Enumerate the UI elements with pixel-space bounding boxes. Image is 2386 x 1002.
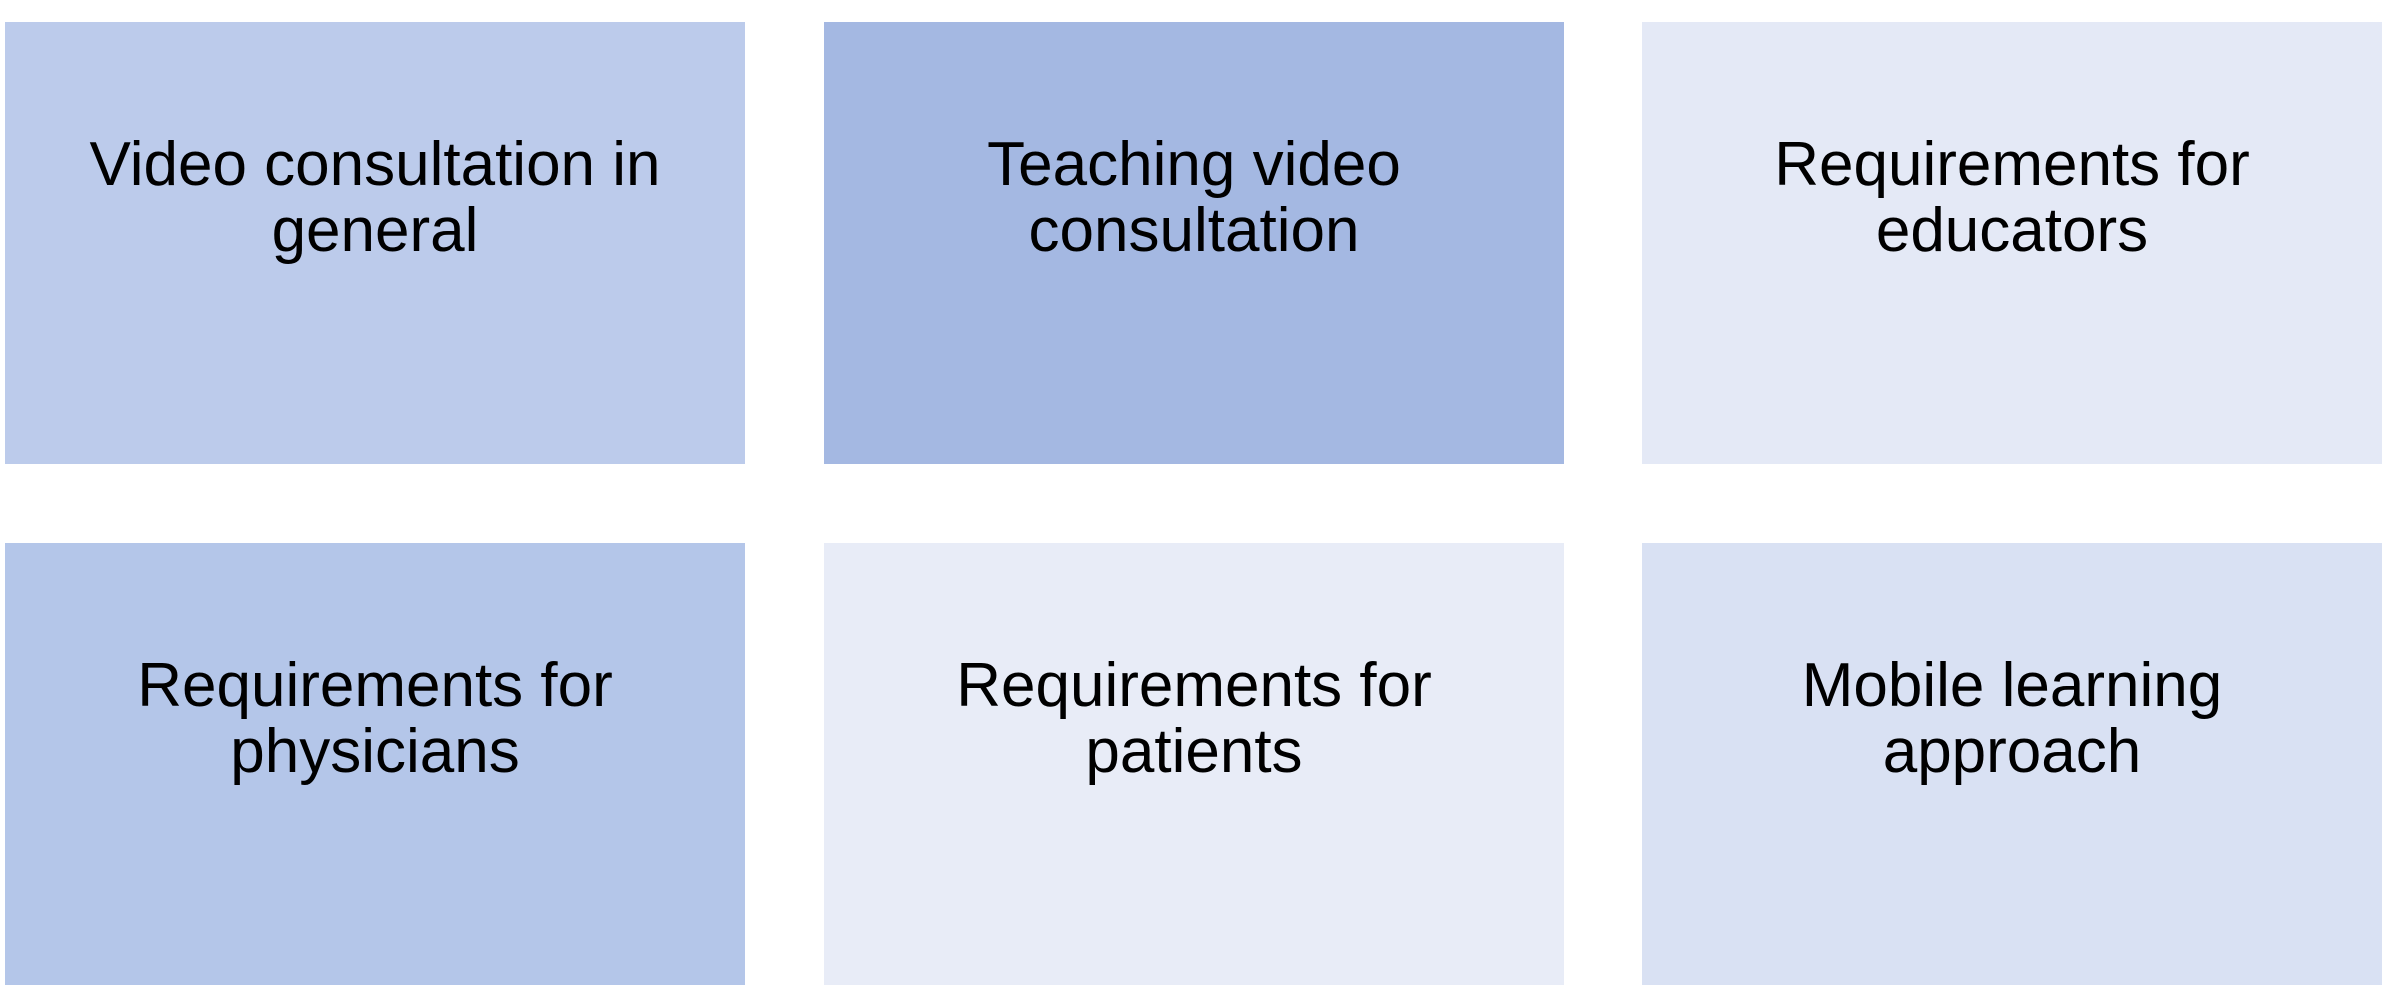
tile-label: Requirements for educators bbox=[1774, 130, 2250, 265]
tile-label: Teaching video consultation bbox=[987, 130, 1401, 265]
tile-label: Video consultation in general bbox=[89, 130, 661, 265]
tile-mobile-learning-approach: Mobile learning approach bbox=[1642, 543, 2382, 985]
tile-label: Requirements for patients bbox=[956, 651, 1432, 786]
tile-video-consultation-general: Video consultation in general bbox=[5, 22, 745, 464]
tile-requirements-educators: Requirements for educators bbox=[1642, 22, 2382, 464]
tile-label: Requirements for physicians bbox=[137, 651, 613, 786]
tile-label: Mobile learning approach bbox=[1801, 651, 2223, 786]
tile-requirements-patients: Requirements for patients bbox=[824, 543, 1564, 985]
tile-teaching-video-consultation: Teaching video consultation bbox=[824, 22, 1564, 464]
tile-requirements-physicians: Requirements for physicians bbox=[5, 543, 745, 985]
